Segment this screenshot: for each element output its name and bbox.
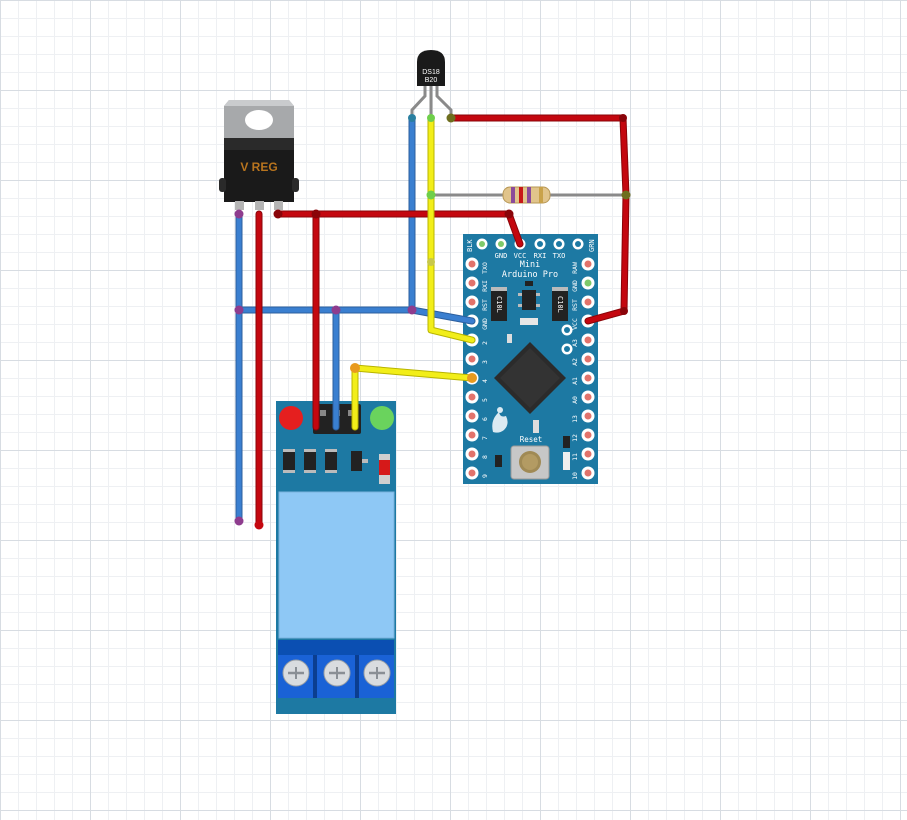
- svg-text:8: 8: [481, 455, 489, 459]
- arduino-capacitor-right: C10L: [552, 287, 568, 321]
- svg-text:C10L: C10L: [495, 296, 503, 313]
- relay-coil: [279, 492, 394, 638]
- svg-text:A3: A3: [571, 339, 579, 347]
- resistor-band-2: [519, 187, 523, 203]
- svg-text:A2: A2: [571, 358, 579, 366]
- relay-transistors: [283, 449, 368, 473]
- svg-text:A1: A1: [571, 377, 579, 385]
- svg-text:6: 6: [481, 417, 489, 421]
- arduino-name-line1: Mini: [520, 260, 540, 270]
- svg-text:12: 12: [571, 434, 579, 442]
- relay-terminal-top: [278, 640, 394, 655]
- relay-led-red: [279, 406, 303, 430]
- arduino-left-labels: TXO RXI RST GND 2 3 4 5 6 7 8 9: [481, 262, 489, 478]
- voltage-regulator[interactable]: V REG: [219, 100, 299, 210]
- sensor-leg-gnd: [410, 86, 427, 118]
- arduino-left-pins: [465, 257, 479, 480]
- svg-text:RAW: RAW: [571, 262, 579, 274]
- resistor-band-3: [527, 187, 531, 203]
- arduino-led-smd-2: [563, 452, 570, 470]
- svg-text:7: 7: [481, 436, 489, 440]
- sensor-label-line2: B20: [425, 77, 438, 84]
- regulator-pin-2: [255, 201, 264, 210]
- pin-label-grn: GRN: [588, 239, 596, 252]
- resistor-band-4: [539, 187, 543, 203]
- arduino-name-line2: Arduino Pro: [502, 270, 558, 280]
- sensor-body: [417, 50, 445, 86]
- arduino-microcontroller: [494, 342, 566, 414]
- relay-module[interactable]: [276, 401, 396, 714]
- relay-led-green: [370, 406, 394, 430]
- regulator-label: V REG: [240, 160, 277, 174]
- pin-label-top-gnd: GND: [495, 252, 508, 260]
- regulator-pin-3: [274, 201, 283, 210]
- svg-text:VCC: VCC: [571, 318, 579, 330]
- pin-label-top-rxi: RXI: [534, 252, 547, 260]
- svg-text:13: 13: [571, 415, 579, 423]
- arduino-led-smd: [563, 436, 570, 448]
- svg-text:A0: A0: [571, 396, 579, 404]
- wire-junctions: [234, 113, 631, 530]
- pin-label-top-vcc: VCC: [514, 252, 527, 260]
- sparkfun-logo-icon: [492, 407, 508, 433]
- arduino-smd-component: [507, 334, 512, 343]
- temperature-sensor[interactable]: DS18 B20: [410, 50, 453, 118]
- svg-text:GND: GND: [481, 318, 489, 330]
- svg-text:2: 2: [481, 341, 489, 345]
- svg-text:4: 4: [481, 379, 489, 383]
- svg-text:TXO: TXO: [481, 262, 489, 274]
- relay-screw-1: [282, 659, 310, 687]
- relay-screw-2: [323, 659, 351, 687]
- arduino-top-header: [476, 238, 584, 250]
- svg-text:5: 5: [481, 398, 489, 402]
- sensor-label-line1: DS18: [422, 69, 440, 76]
- arduino-capacitor-left: C10L: [491, 287, 507, 321]
- svg-text:GND: GND: [571, 280, 579, 292]
- sensor-leg-vcc: [435, 86, 453, 118]
- svg-text:RXI: RXI: [481, 280, 489, 292]
- reset-button[interactable]: [510, 445, 550, 480]
- arduino-pro-mini[interactable]: BLK GND VCC RXI TXO GRN Mini Arduino Pro…: [463, 234, 598, 484]
- arduino-resistor-smd: [533, 420, 539, 433]
- svg-text:11: 11: [571, 453, 579, 461]
- wires[interactable]: [235, 114, 630, 529]
- svg-text:10: 10: [571, 472, 579, 480]
- arduino-diode-smd: [495, 455, 502, 467]
- arduino-right-labels: RAW GND RST VCC A3 A2 A1 A0 13 12 11 10: [571, 262, 579, 480]
- pin-label-blk: BLK: [466, 239, 474, 252]
- arduino-regulator-chip: [518, 281, 540, 310]
- svg-text:3: 3: [481, 360, 489, 364]
- svg-text:C10L: C10L: [556, 296, 564, 313]
- pin-label-top-txo: TXO: [553, 252, 566, 260]
- svg-text:RST: RST: [481, 299, 489, 311]
- svg-text:9: 9: [481, 474, 489, 478]
- relay-screw-3: [363, 659, 391, 687]
- reset-label: Reset: [520, 435, 543, 444]
- resistor[interactable]: [431, 186, 626, 204]
- svg-text:RST: RST: [571, 299, 579, 311]
- regulator-pin-1: [235, 201, 244, 210]
- resistor-band-1: [511, 187, 515, 203]
- arduino-top-labels: BLK GND VCC RXI TXO GRN: [466, 239, 596, 260]
- arduino-crystal: [520, 318, 538, 325]
- regulator-mounting-hole: [245, 110, 273, 130]
